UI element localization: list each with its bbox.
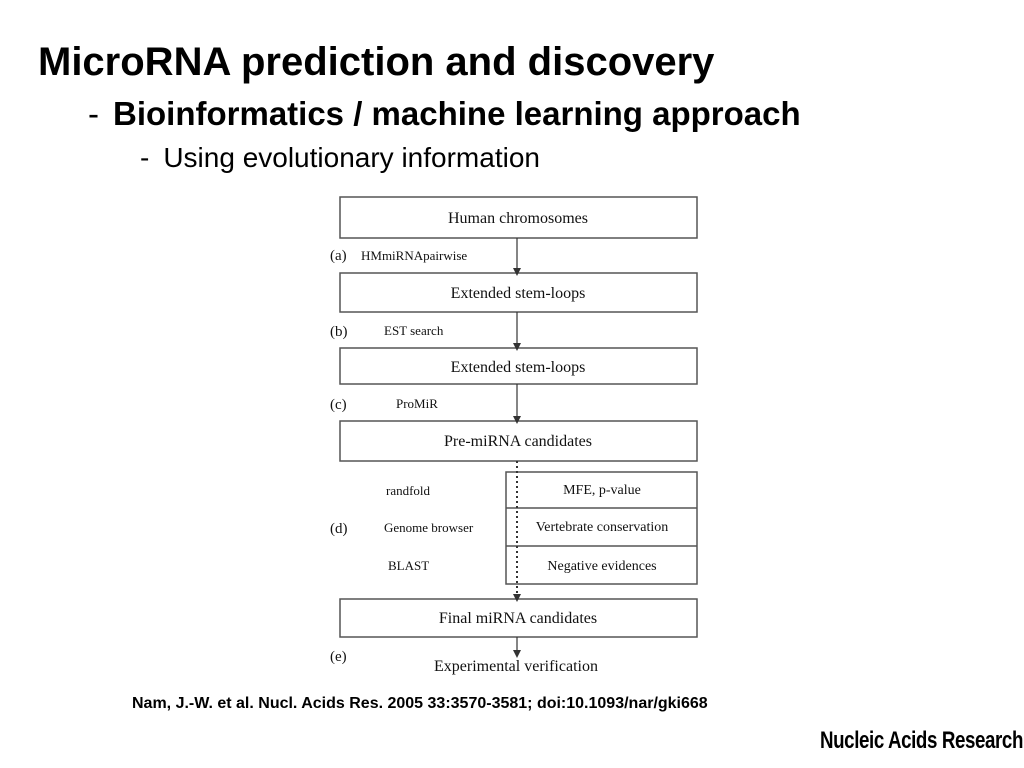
bullet-level1-bold: Bioinformatics bbox=[113, 95, 345, 132]
step-method-a: HMmiRNApairwise bbox=[361, 248, 467, 263]
box-pre-mirna-candidates: Pre-miRNA candidates bbox=[339, 420, 698, 462]
box-human-chromosomes: Human chromosomes bbox=[339, 196, 698, 239]
journal-logo: Nucleic Acids Research bbox=[820, 727, 1023, 754]
filter-tool: Genome browser bbox=[384, 520, 474, 535]
step-letter-b: (b) bbox=[330, 324, 348, 340]
box-label: Final miRNA candidates bbox=[439, 610, 597, 627]
bullet-dash: - bbox=[140, 142, 150, 173]
bullet-level2: -Using evolutionary information bbox=[140, 144, 540, 172]
filter-criterion: Vertebrate conservation bbox=[536, 520, 669, 535]
bullet-level1-rest: / machine learning approach bbox=[344, 95, 801, 132]
box-extended-stem-loops-2: Extended stem-loops bbox=[339, 347, 698, 385]
filter-tool: randfold bbox=[386, 483, 431, 498]
final-step-label: Experimental verification bbox=[434, 658, 598, 675]
filter-tool: BLAST bbox=[388, 558, 429, 573]
step-letter-a: (a) bbox=[330, 248, 347, 264]
step-method-b: EST search bbox=[384, 323, 444, 338]
filter-criterion: Negative evidences bbox=[547, 559, 656, 574]
slide-title: MicroRNA prediction and discovery bbox=[38, 40, 715, 84]
box-label: Human chromosomes bbox=[448, 210, 588, 227]
box-label: Extended stem-loops bbox=[451, 359, 586, 376]
bullet-dash: - bbox=[88, 95, 99, 132]
box-label: Pre-miRNA candidates bbox=[444, 433, 592, 450]
box-label: Extended stem-loops bbox=[451, 285, 586, 302]
box-final-mirna-candidates: Final miRNA candidates bbox=[339, 598, 698, 638]
step-method-c: ProMiR bbox=[396, 396, 438, 411]
citation: Nam, J.-W. et al. Nucl. Acids Res. 2005 … bbox=[132, 695, 708, 712]
bullet-level2-text: Using evolutionary information bbox=[163, 142, 540, 173]
bullet-level1: -Bioinformatics / machine learning appro… bbox=[88, 97, 801, 130]
box-extended-stem-loops-1: Extended stem-loops bbox=[339, 272, 698, 313]
step-letter-d: (d) bbox=[330, 521, 348, 537]
step-letter-e: (e) bbox=[330, 649, 347, 665]
filter-criterion: MFE, p-value bbox=[563, 483, 641, 498]
filter-stack: MFE, p-value Vertebrate conservation Neg… bbox=[505, 471, 698, 585]
step-letter-c: (c) bbox=[330, 397, 347, 413]
